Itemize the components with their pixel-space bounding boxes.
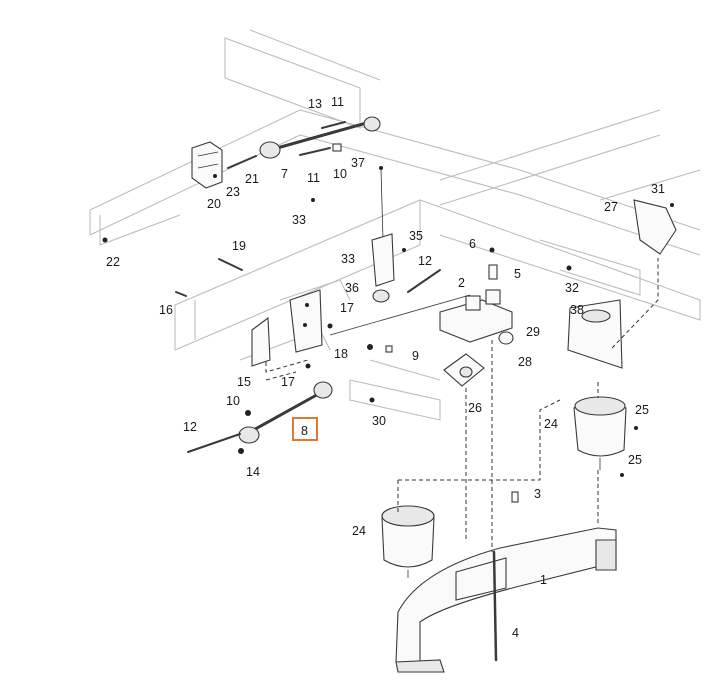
axle-spacer-26[interactable] [443,331,514,387]
callout-24-left: 24 [352,524,366,538]
callout-33-upper: 33 [292,213,306,227]
callout-1: 1 [540,573,547,587]
callout-35: 35 [409,229,423,243]
callout-25-upper: 25 [635,403,649,417]
callout-8[interactable]: 8 [301,424,308,438]
parts-diagram-sheet: 13 11 37 7 11 10 21 23 20 31 27 33 35 6 … [68,0,728,697]
callout-33-lower: 33 [341,252,355,266]
callout-6: 6 [469,237,476,251]
callout-17-top: 17 [340,301,354,315]
callout-11-top: 11 [331,95,344,109]
callout-24-right: 24 [544,417,558,431]
callout-25-lower: 25 [628,453,642,467]
callout-labels: 13 11 37 7 11 10 21 23 20 31 27 33 35 6 … [106,95,665,640]
callout-23: 23 [226,185,240,199]
callout-17-mid: 17 [281,375,295,389]
bracket-15[interactable] [251,289,323,367]
callout-38: 38 [570,303,584,317]
callout-16: 16 [159,303,173,317]
callout-9: 9 [412,349,419,363]
callout-2: 2 [458,276,465,290]
air-spring-mount-38[interactable] [567,299,623,369]
callout-19: 19 [232,239,246,253]
callout-30: 30 [372,414,386,428]
callout-10-top: 10 [333,167,347,181]
exploded-view-diagram: 13 11 37 7 11 10 21 23 20 31 27 33 35 6 … [89,29,701,673]
callout-7: 7 [281,167,288,181]
axle-seat[interactable] [439,247,513,343]
air-spring-left[interactable] [381,505,435,578]
shock-absorber[interactable] [371,169,395,303]
callout-5: 5 [514,267,521,281]
callout-20: 20 [207,197,221,211]
callout-22: 22 [106,255,120,269]
bracket-27[interactable] [633,199,677,255]
hardware-dots [102,166,638,477]
callout-37: 37 [351,156,365,170]
callout-4: 4 [512,626,519,640]
callout-31: 31 [651,182,665,196]
callout-21: 21 [245,172,259,186]
callout-36: 36 [345,281,359,295]
callout-18: 18 [334,347,348,361]
assembly-leader-lines [265,258,659,552]
callout-13: 13 [308,97,322,111]
callout-28: 28 [518,355,532,369]
upper-torque-rod[interactable] [227,116,381,169]
callout-26: 26 [468,401,482,415]
callout-29: 29 [526,325,540,339]
callout-12-low: 12 [183,420,197,434]
trailing-arm[interactable] [395,491,617,673]
callout-3: 3 [534,487,541,501]
callout-12-top: 12 [418,254,432,268]
callout-32: 32 [565,281,579,295]
callout-11-mid: 11 [307,171,320,185]
callout-27: 27 [604,200,618,214]
bolts [175,258,471,336]
air-spring-right[interactable] [573,396,627,470]
callout-10-low: 10 [226,394,240,408]
lower-torque-rod[interactable] [187,381,333,453]
callout-14: 14 [246,465,260,479]
callout-15: 15 [237,375,251,389]
bracket-20[interactable] [191,141,223,189]
highlight-box [292,417,318,441]
